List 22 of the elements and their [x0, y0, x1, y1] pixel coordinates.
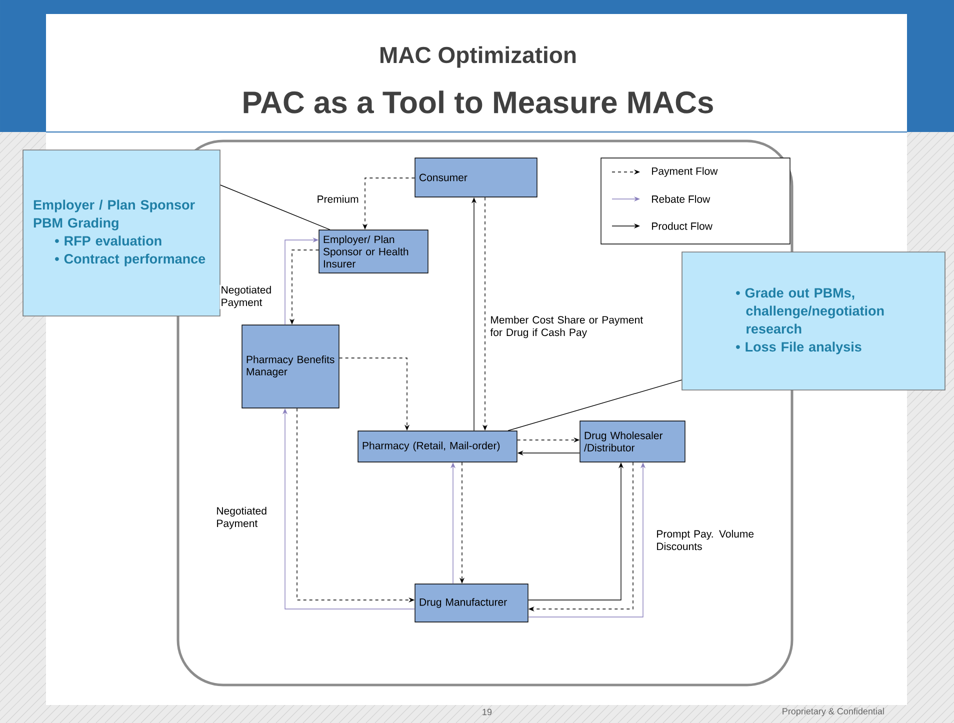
leader-line [220, 184, 330, 230]
process-box: Employer/ Plan Sponsor or Health Insurer [318, 230, 428, 274]
legend-label: Product Flow [652, 222, 712, 230]
process-box: Drug Wholesaler /Distributor [580, 420, 686, 462]
process-box: Consumer [414, 158, 538, 198]
edge-label: Negotiated Payment [215, 506, 278, 530]
process-box: Pharmacy Benefits Manager [242, 324, 340, 408]
process-box: Drug Manufacturer [414, 584, 528, 622]
edge-label: Premium [316, 194, 362, 204]
legend-label: Payment Flow [652, 167, 718, 177]
edge-label: Negotiated Payment [220, 284, 282, 310]
callout-box: Employer / Plan Sponsor PBM Grading • RFP evaluation • Contract performance [22, 150, 220, 316]
page-number: 19 [482, 708, 492, 716]
process-box: Pharmacy (Retail, Mail-order) [358, 430, 518, 462]
edge-label: Member Cost Share or Payment for Drug if Cash Pay [489, 314, 652, 340]
footer-text: Proprietary & Confidential [782, 708, 884, 716]
leader-line [508, 380, 682, 431]
edge-label: Prompt Pay. Volume Discounts [655, 528, 758, 552]
legend-label: Rebate Flow [652, 195, 710, 203]
callout-box: • Grade out PBMs, challenge/negotiation research • Loss File analysis [682, 252, 946, 390]
subtitle: MAC Optimization [380, 46, 576, 68]
title: PAC as a Tool to Measure MACs [244, 90, 713, 114]
